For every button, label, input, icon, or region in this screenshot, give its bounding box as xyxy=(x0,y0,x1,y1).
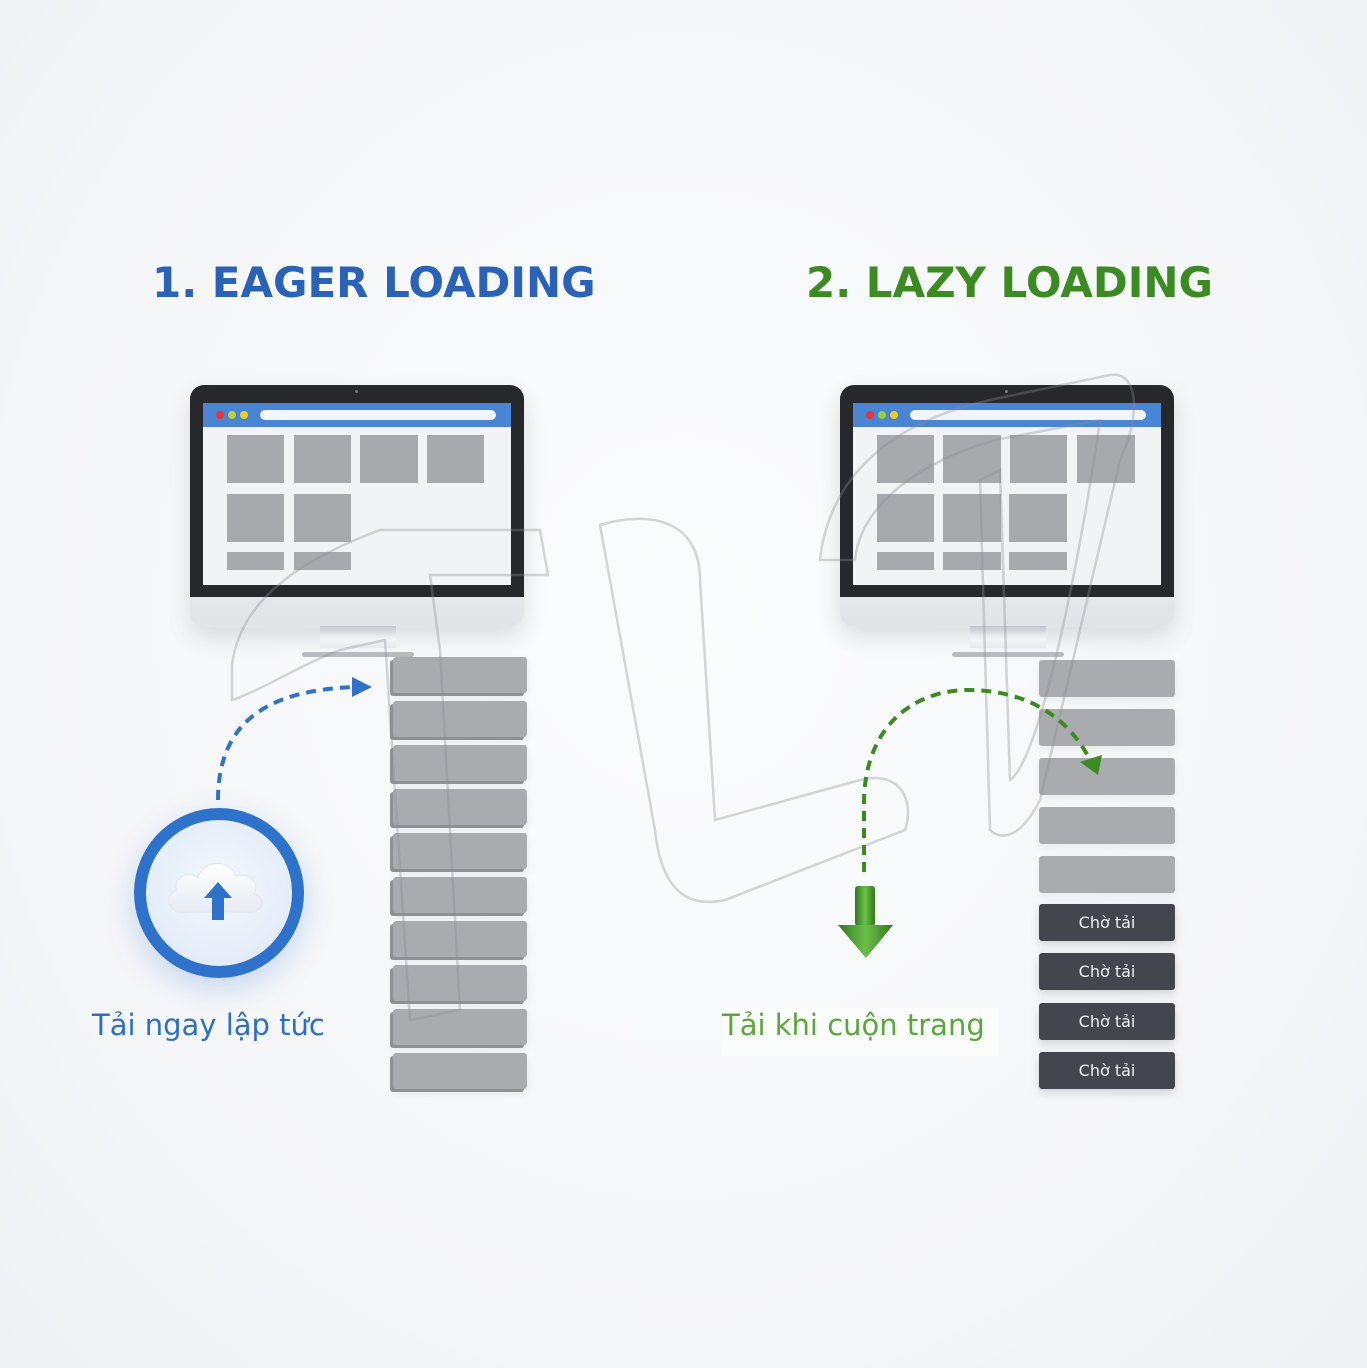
cloud-upload-icon xyxy=(168,863,263,920)
monitor-stand xyxy=(320,626,396,648)
image-tile xyxy=(1077,435,1135,483)
loaded-block xyxy=(393,701,527,737)
eager-loading-title: 1. EAGER LOADING xyxy=(152,258,596,307)
browser-toolbar xyxy=(853,403,1161,427)
minimize-dot-icon xyxy=(240,411,248,419)
image-tile xyxy=(1010,435,1067,483)
camera-dot xyxy=(1005,390,1008,393)
monitor-stand xyxy=(970,626,1046,648)
image-tile xyxy=(294,552,351,570)
browser-window xyxy=(853,403,1161,585)
loaded-block xyxy=(1039,709,1175,746)
loaded-block xyxy=(393,921,527,957)
browser-window xyxy=(203,403,511,585)
loaded-block xyxy=(393,657,527,693)
image-tile xyxy=(943,435,1001,483)
lazy-caption: Tải khi cuộn trang xyxy=(722,1008,999,1056)
address-bar xyxy=(260,410,496,420)
eager-arrowhead-icon xyxy=(352,677,372,697)
loaded-block xyxy=(393,1009,527,1045)
image-tile xyxy=(427,435,484,483)
loaded-block xyxy=(1039,660,1175,697)
loaded-block xyxy=(393,745,527,781)
cloud-upload-badge xyxy=(134,808,304,978)
loaded-block xyxy=(393,1053,527,1089)
image-tile xyxy=(943,552,1001,570)
lazy-loading-title: 2. LAZY LOADING xyxy=(806,258,1214,307)
arrow-down-icon xyxy=(838,886,893,958)
pending-block: Chờ tải xyxy=(1039,1052,1175,1089)
image-tile xyxy=(943,494,1001,542)
close-dot-icon xyxy=(216,411,224,419)
loaded-block xyxy=(1039,758,1175,795)
eager-dashed-arrow xyxy=(216,685,356,801)
browser-toolbar xyxy=(203,403,511,427)
loaded-block xyxy=(1039,856,1175,893)
image-tile xyxy=(1009,494,1067,542)
eager-caption: Tải ngay lập tức xyxy=(92,1008,325,1042)
pending-block: Chờ tải xyxy=(1039,904,1175,941)
image-tile xyxy=(877,435,934,483)
image-tile xyxy=(227,435,284,483)
camera-dot xyxy=(355,390,358,393)
loaded-block xyxy=(393,789,527,825)
close-dot-icon xyxy=(866,411,874,419)
image-tile xyxy=(877,552,934,570)
pending-block: Chờ tải xyxy=(1039,953,1175,990)
image-tile xyxy=(877,494,934,542)
maximize-dot-icon xyxy=(878,411,886,419)
image-tile xyxy=(1009,552,1067,570)
address-bar xyxy=(910,410,1146,420)
loaded-block xyxy=(393,877,527,913)
monitor-stand-base xyxy=(302,652,414,657)
eager-monitor xyxy=(190,385,524,627)
minimize-dot-icon xyxy=(890,411,898,419)
image-tile xyxy=(294,435,351,483)
loaded-block xyxy=(393,833,527,869)
lazy-monitor xyxy=(840,385,1174,627)
monitor-stand-base xyxy=(952,652,1064,657)
image-tile xyxy=(360,435,418,483)
loaded-block xyxy=(1039,807,1175,844)
image-tile xyxy=(227,494,284,542)
loaded-block xyxy=(393,965,527,1001)
image-tile xyxy=(294,494,351,542)
image-tile xyxy=(227,552,284,570)
maximize-dot-icon xyxy=(228,411,236,419)
pending-block: Chờ tải xyxy=(1039,1003,1175,1040)
